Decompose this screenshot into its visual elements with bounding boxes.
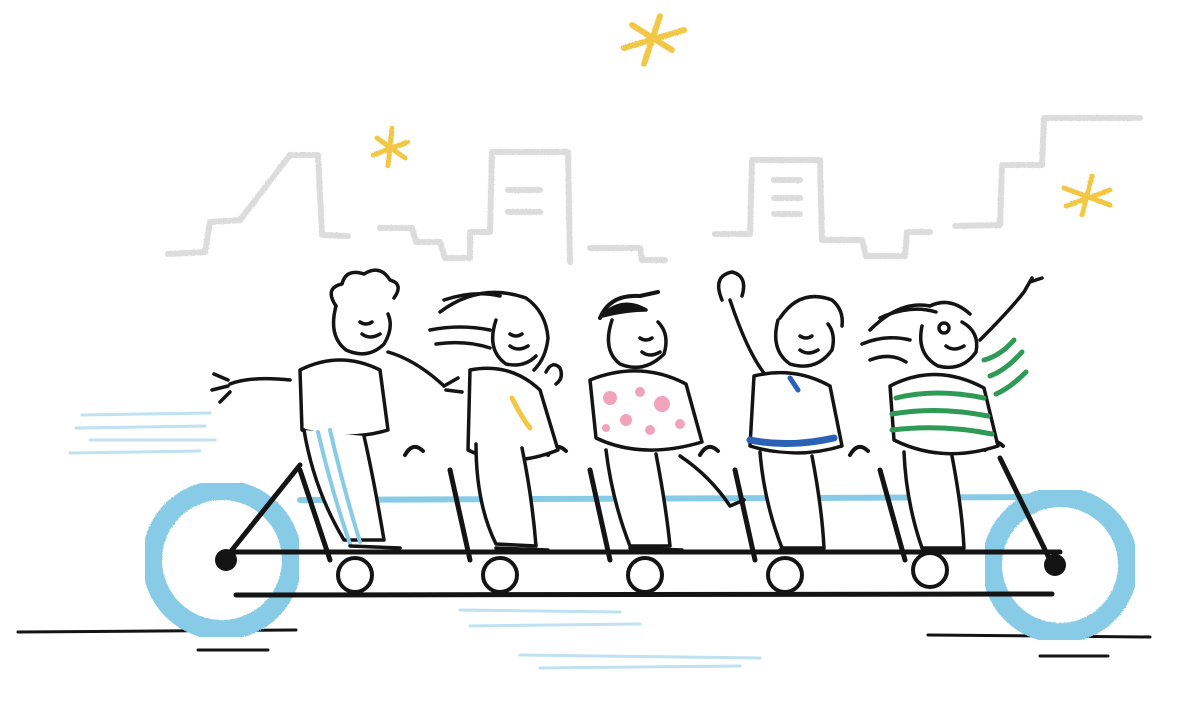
- speed-lines: [68, 411, 762, 670]
- rider-2-long-hair: [428, 290, 564, 552]
- rider-1-arms-open: [210, 268, 464, 550]
- bicycle-wheel-icon: [142, 480, 302, 640]
- wheel-hubs: [215, 549, 1066, 576]
- star-icon: [621, 13, 687, 67]
- city-skyline: [165, 115, 1143, 265]
- star-icon: [370, 125, 411, 169]
- crank-sets: [336, 551, 949, 594]
- rider-4-fist-raised: [716, 270, 845, 554]
- bicycle-wheel-icon: [982, 487, 1138, 643]
- bike-frame: [222, 455, 1063, 598]
- rider-3-cap-pink-dots: [588, 290, 746, 552]
- rider-5-green-stripes: [860, 276, 1044, 554]
- star-icon: [1061, 173, 1113, 218]
- ground-lines: [16, 628, 1152, 658]
